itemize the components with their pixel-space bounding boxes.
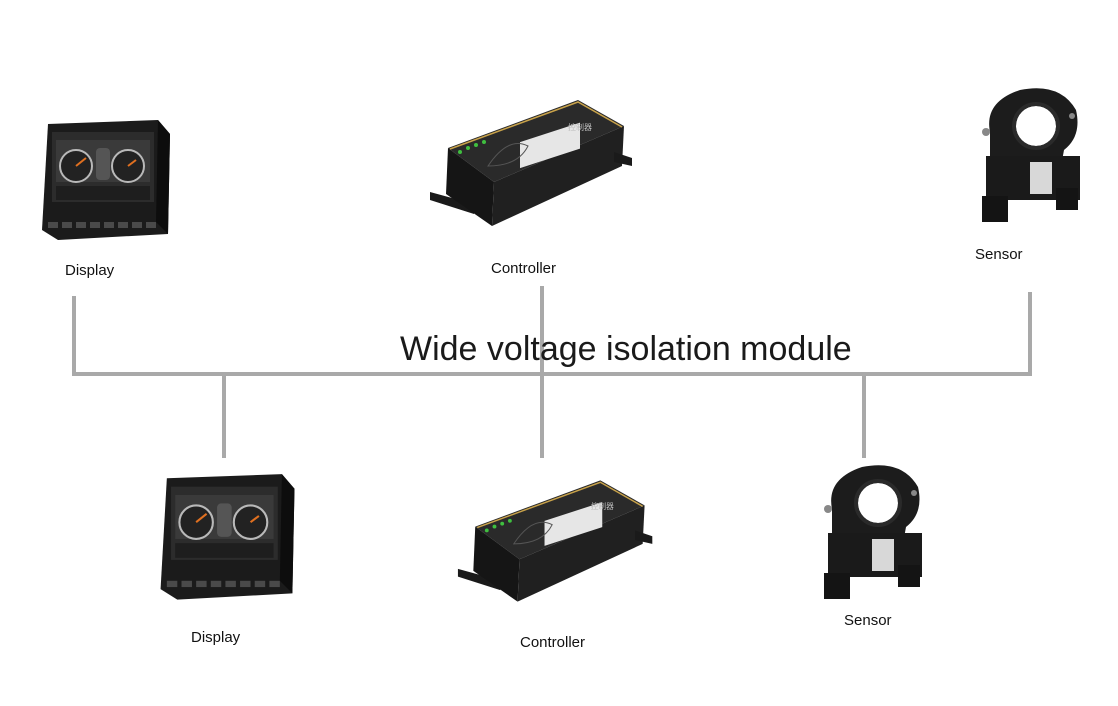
display-label-top: Display — [65, 262, 115, 279]
connector-display-top — [72, 296, 76, 374]
connector-sensor-top — [1028, 292, 1032, 374]
controller-device-text: 控制器 — [568, 122, 592, 132]
current-sensor-icon — [982, 88, 1080, 222]
bus-line — [72, 372, 1032, 376]
controller-device-icon: 控制器 — [430, 100, 632, 226]
sensor-label-bottom: Sensor — [844, 612, 892, 629]
current-sensor-icon — [824, 465, 922, 599]
display-device-icon — [42, 120, 170, 240]
connector-sensor-bottom — [862, 374, 866, 458]
display-label-bottom: Display — [191, 629, 241, 646]
controller-device-text: 控制器 — [591, 501, 614, 511]
diagram-title: Wide voltage isolation module — [400, 330, 852, 368]
sensor-label-top: Sensor — [975, 246, 1023, 263]
controller-label-bottom: Controller — [520, 634, 586, 651]
connector-controller — [540, 286, 544, 458]
connector-display-bottom — [222, 374, 226, 458]
display-device-icon — [160, 474, 295, 600]
controller-device-icon: 控制器 — [457, 480, 653, 602]
controller-label-top: Controller — [491, 260, 557, 277]
